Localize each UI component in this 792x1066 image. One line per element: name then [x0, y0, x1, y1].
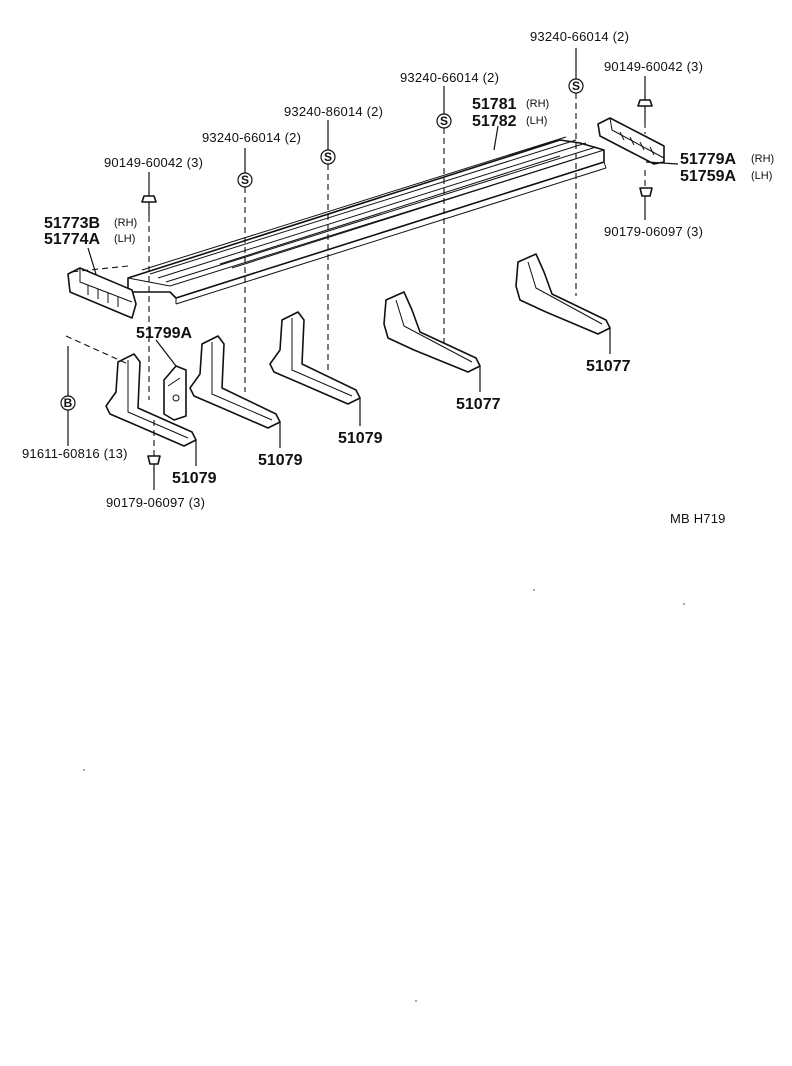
svg-text:S: S — [241, 173, 249, 187]
label-bracket-3: 51079 — [338, 430, 383, 447]
scan-specks — [83, 589, 685, 1002]
label-screw-left: 93240-66014 (2) — [202, 130, 301, 145]
label-step-rh-tag: (RH) — [526, 98, 549, 110]
bracket-51077-a — [383, 291, 481, 373]
bolt-right-icon — [637, 99, 653, 122]
bracket-51079-a — [105, 353, 197, 447]
bracket-small-51799a — [163, 365, 187, 421]
label-screw-mid-right: 93240-66014 (2) — [400, 70, 499, 85]
label-cap-right-rh-num: 51779A — [680, 151, 736, 168]
label-cap-left-rh-tag: (RH) — [114, 217, 137, 229]
right-end-cap — [597, 117, 665, 165]
bracket-51079-c — [269, 311, 361, 405]
label-bracket-4: 51077 — [456, 396, 501, 413]
screw-marker-right: S — [568, 78, 584, 94]
label-cap-left-lh-tag: (LH) — [114, 233, 135, 245]
svg-text:S: S — [440, 114, 448, 128]
nut-right-icon — [639, 187, 653, 197]
label-bolt-bottom: 91611-60816 (13) — [22, 446, 128, 461]
nut-bottom-icon — [147, 455, 161, 465]
label-nut-right: 90179-06097 (3) — [604, 224, 703, 239]
label-cap-left-lh-num: 51774A — [44, 231, 100, 248]
label-cap-right-rh-tag: (RH) — [751, 153, 774, 165]
bracket-51079-b — [189, 335, 281, 429]
running-board — [127, 136, 607, 305]
label-bracket-2: 51079 — [258, 452, 303, 469]
label-cap-left-rh-num: 51773B — [44, 215, 100, 232]
screw-marker-mid-right: S — [436, 113, 452, 129]
screw-marker-mid: S — [320, 149, 336, 165]
label-step-lh-num: 51782 — [472, 113, 517, 130]
svg-text:S: S — [572, 79, 580, 93]
bracket-51077-b — [515, 253, 611, 335]
bolt-marker-b: B — [60, 395, 76, 411]
label-bracket-small: 51799A — [136, 325, 192, 342]
label-bolt-left: 90149-60042 (3) — [104, 155, 203, 170]
label-cap-right-lh-tag: (LH) — [751, 170, 772, 182]
label-bracket-1: 51079 — [172, 470, 217, 487]
label-screw-mid: 93240-86014 (2) — [284, 104, 383, 119]
label-screw-top-right: 93240-66014 (2) — [530, 29, 629, 44]
leader-lines — [65, 48, 679, 490]
svg-text:S: S — [324, 150, 332, 164]
svg-text:B: B — [64, 396, 73, 410]
left-end-cap — [67, 267, 137, 319]
label-cap-right-lh-num: 51759A — [680, 168, 736, 185]
label-bracket-5: 51077 — [586, 358, 631, 375]
label-step-rh-num: 51781 — [472, 96, 517, 113]
label-nut-bottom: 90179-06097 (3) — [106, 495, 205, 510]
label-bolt-top-right: 90149-60042 (3) — [604, 59, 703, 74]
screw-marker-left: S — [237, 172, 253, 188]
callout-labels: 93240-66014 (2) 90149-60042 (3) 93240-66… — [22, 29, 774, 526]
diagram-code: MB H719 — [670, 511, 726, 526]
label-step-lh-tag: (LH) — [526, 115, 547, 127]
bolt-left-icon — [141, 195, 157, 216]
